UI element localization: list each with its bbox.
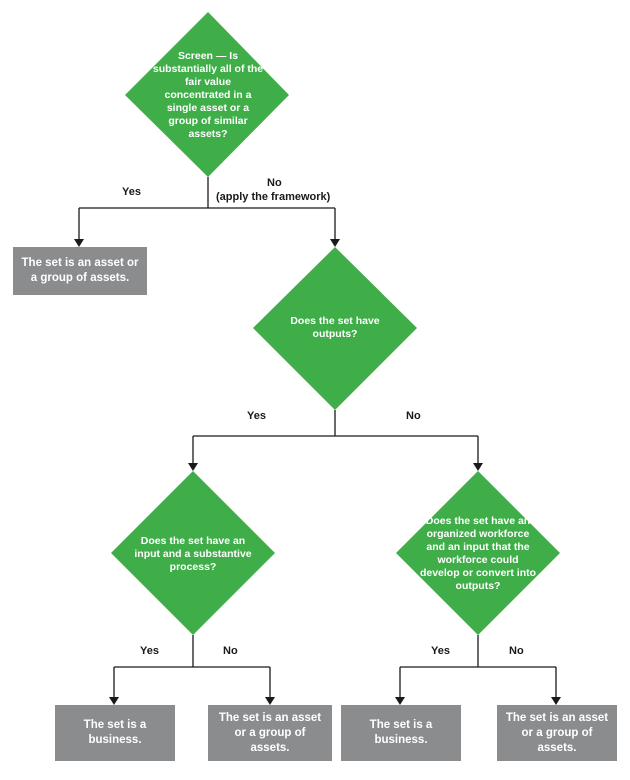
input-yes-label: Yes <box>140 645 159 657</box>
workforce-no-label: No <box>509 645 524 657</box>
outputs-no-label: No <box>406 410 421 422</box>
workforce-no-outcome-box: The set is an asset or a group of assets… <box>497 705 617 761</box>
workforce-yes-outcome-box: The set is a business. <box>341 705 461 761</box>
outputs-yes-arrowhead <box>188 463 198 471</box>
screen-no-label: No <box>267 177 282 189</box>
screen-no-note: (apply the framework) <box>216 191 331 203</box>
input-process-decision-diamond <box>111 471 275 635</box>
outputs-decision-text: Does the set have outputs? <box>290 315 380 340</box>
input-no-arrowhead <box>265 697 275 705</box>
outputs-no-arrowhead <box>473 463 483 471</box>
screen-yes-label: Yes <box>122 186 141 198</box>
screen-decision-diamond <box>125 12 289 177</box>
workforce-yes-label: Yes <box>431 645 450 657</box>
outputs-decision-diamond <box>253 247 417 410</box>
input-yes-arrowhead <box>109 697 119 705</box>
screen-yes-arrowhead <box>74 239 84 247</box>
workforce-decision-text: Does the set have an organized workforce… <box>419 515 537 592</box>
workforce-no-arrowhead <box>551 697 561 705</box>
screen-yes-outcome-box: The set is an asset or a group of assets… <box>13 247 147 295</box>
input-process-decision-text: Does the set have an input and a substan… <box>134 534 252 573</box>
workforce-yes-arrowhead <box>395 697 405 705</box>
input-no-label: No <box>223 645 238 657</box>
screen-no-arrowhead <box>330 239 340 247</box>
outputs-yes-label: Yes <box>247 410 266 422</box>
screen-decision-text: Screen — Is substantially all of the fai… <box>152 49 264 140</box>
input-no-outcome-box: The set is an asset or a group of assets… <box>208 705 332 761</box>
workforce-decision-diamond <box>396 471 560 635</box>
input-yes-outcome-box: The set is a business. <box>55 705 175 761</box>
